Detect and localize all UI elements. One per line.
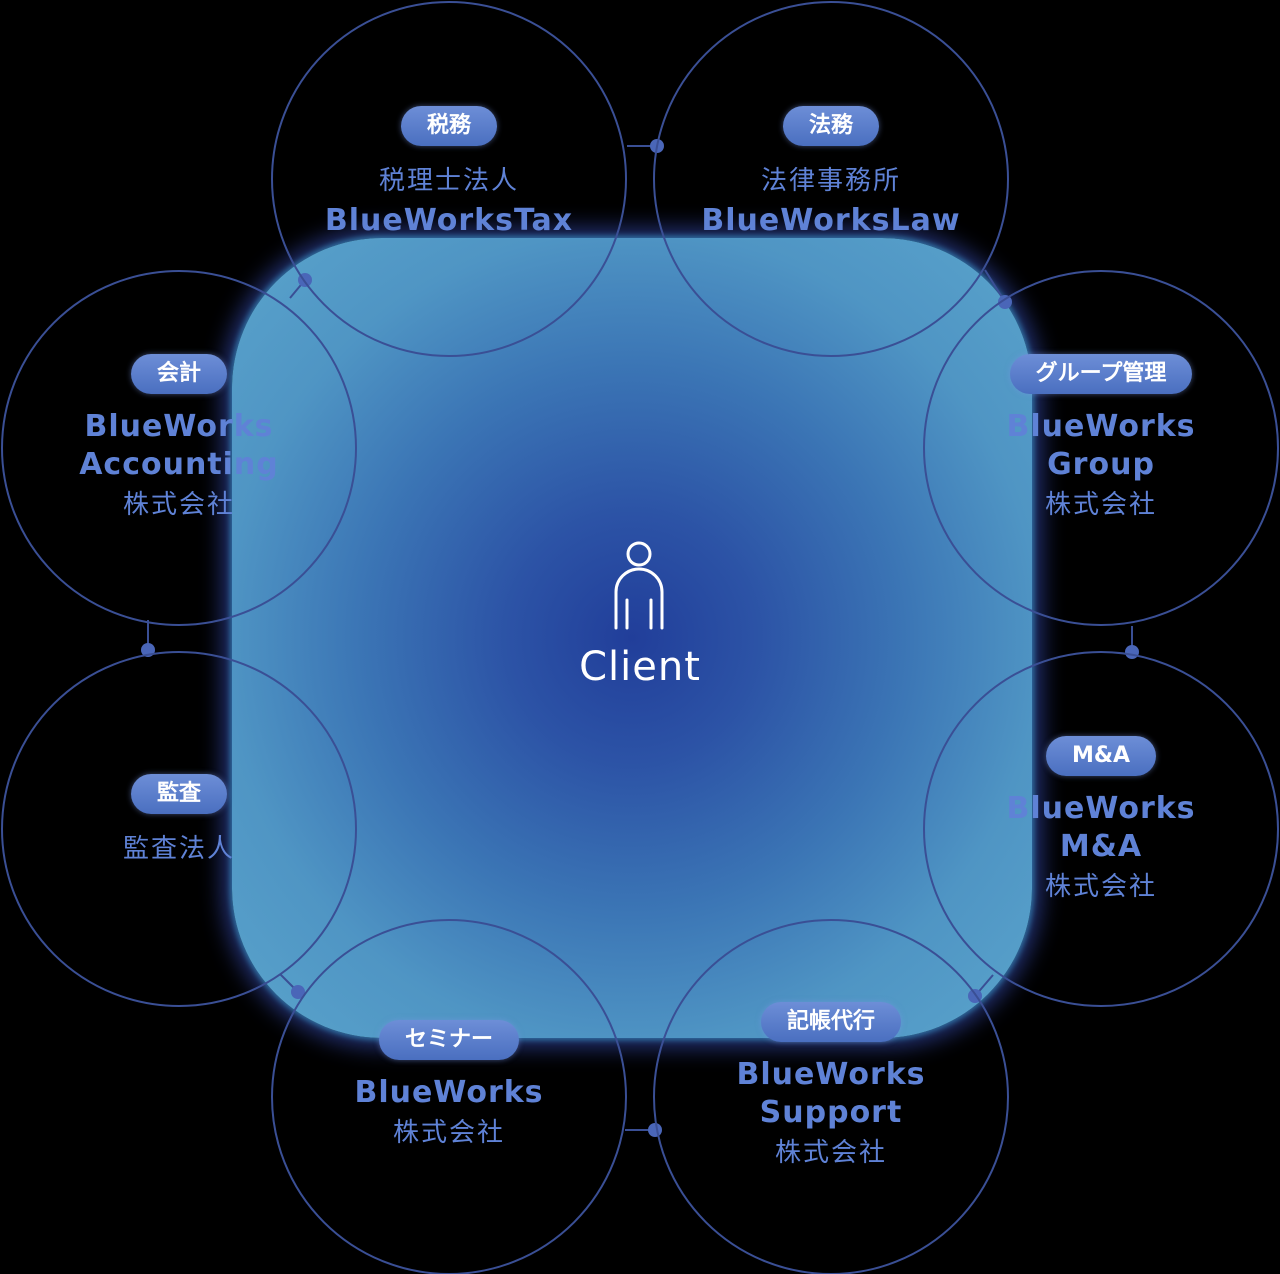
connector-dot xyxy=(291,985,305,999)
node-tax: 税務税理士法人 BlueWorksTax xyxy=(299,106,599,240)
connector-dot xyxy=(648,1123,662,1137)
node-law: 法務法律事務所 BlueWorksLaw xyxy=(681,106,981,240)
ring-group xyxy=(923,270,1279,626)
node-line: Accounting xyxy=(79,447,279,482)
node-audit: 監査監査法人 xyxy=(29,774,329,870)
node-line: BlueWorksLaw xyxy=(701,203,961,238)
connector-dot xyxy=(998,295,1012,309)
node-line: 株式会社 xyxy=(1044,872,1157,902)
ring-tax xyxy=(271,1,627,357)
node-line: BlueWorks xyxy=(1006,409,1196,444)
tag-ma: M&A xyxy=(1045,736,1157,776)
node-line: BlueWorks xyxy=(354,1075,544,1110)
tag-support: 記帳代行 xyxy=(760,1002,901,1042)
node-line: 株式会社 xyxy=(1044,490,1157,520)
node-line: 株式会社 xyxy=(122,490,235,520)
connector-dot xyxy=(1125,645,1139,659)
tag-group: グループ管理 xyxy=(1009,354,1193,394)
node-line: BlueWorks xyxy=(736,1057,926,1092)
tag-seminar: セミナー xyxy=(378,1020,519,1060)
client-label: Client xyxy=(579,644,701,690)
tag-law: 法務 xyxy=(782,106,879,146)
ring-law xyxy=(653,1,1009,357)
tag-audit: 監査 xyxy=(130,774,227,814)
ring-seminar xyxy=(271,919,627,1274)
node-text: 法律事務所 BlueWorksLaw xyxy=(681,160,981,240)
node-line: M&A xyxy=(1059,829,1143,864)
person-icon xyxy=(614,541,664,630)
node-line: 法律事務所 xyxy=(760,166,901,196)
node-line: BlueWorks xyxy=(84,409,274,444)
ring-ma xyxy=(923,651,1279,1007)
node-line: Group xyxy=(1047,447,1155,482)
client-hub xyxy=(232,238,1032,1038)
ring-audit xyxy=(1,651,357,1007)
ring-accounting xyxy=(1,270,357,626)
node-line: Support xyxy=(759,1095,903,1130)
node-line: 監査法人 xyxy=(122,834,235,864)
node-seminar: セミナー BlueWorks 株式会社 xyxy=(299,1020,599,1154)
node-text: BlueWorks 株式会社 xyxy=(299,1074,599,1154)
node-line: BlueWorksTax xyxy=(324,203,574,238)
node-line: 株式会社 xyxy=(774,1138,887,1168)
node-line: 税理士法人 xyxy=(378,166,519,196)
tag-tax: 税務 xyxy=(400,106,497,146)
node-text: 税理士法人 BlueWorksTax xyxy=(299,160,599,240)
node-line: 株式会社 xyxy=(392,1118,505,1148)
node-line: BlueWorks xyxy=(1006,791,1196,826)
node-text: 監査法人 xyxy=(29,828,329,870)
ring-support xyxy=(653,919,1009,1274)
tag-accounting: 会計 xyxy=(130,354,227,394)
